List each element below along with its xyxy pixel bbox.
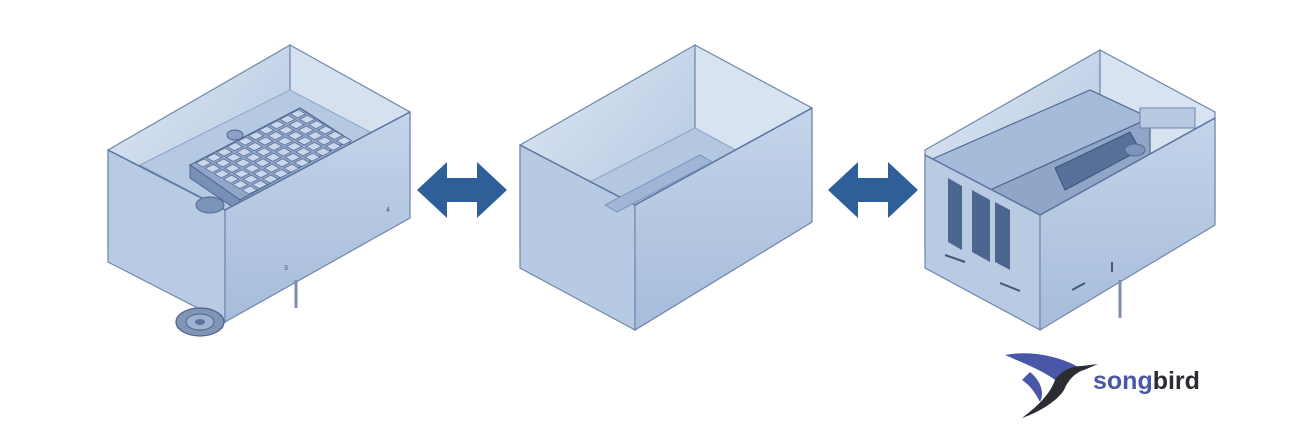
rack-cell: [243, 163, 261, 173]
rack-cell: [237, 136, 254, 146]
rack-cell: [264, 152, 282, 162]
rack-cell: [255, 147, 273, 157]
rack-cell: [308, 120, 325, 130]
panel-right-box: [924, 48, 1216, 332]
wheel: [175, 307, 225, 337]
rack-cell: [213, 169, 231, 179]
rack-cell: [226, 142, 244, 152]
rack-cell: [293, 158, 311, 168]
rack-cell: [256, 136, 274, 146]
rack-cell: [254, 158, 271, 168]
rack-cell: [242, 174, 260, 184]
rack-cell: [325, 141, 342, 151]
rack-cell: [283, 163, 300, 173]
rack-cell: [253, 169, 270, 179]
logo-word-bird: bird: [1153, 367, 1200, 395]
rack-cell: [276, 136, 294, 146]
rack-cell: [232, 180, 249, 189]
rack-cell: [306, 131, 324, 140]
rack-cell: [246, 142, 263, 151]
rack-cell: [263, 163, 281, 173]
rack-grid: [195, 109, 353, 195]
songbird-logo: songbird: [1005, 353, 1200, 418]
rack-cell: [216, 147, 233, 157]
rack-cell: [326, 131, 344, 140]
hummingbird-icon: [1005, 353, 1098, 418]
rack-cell: [295, 147, 312, 157]
rack-cell: [233, 169, 250, 179]
rack-cell: [235, 147, 253, 157]
rack-cell: [277, 125, 295, 135]
rack-cell: [297, 125, 315, 135]
rack-cell: [272, 169, 290, 179]
svg-text:songbird: songbird: [1093, 367, 1200, 395]
rack-cell: [241, 185, 258, 195]
rack-cell: [289, 109, 307, 119]
rack-cell: [305, 141, 323, 151]
rack-cell: [222, 174, 240, 184]
panel-left-box: 3 4: [107, 43, 411, 337]
rack-cell: [335, 136, 353, 146]
rack-cell: [195, 158, 212, 168]
rack-cell: [317, 125, 334, 135]
rack-cell: [287, 131, 304, 140]
rack-cell: [225, 153, 242, 162]
rack-cell: [224, 163, 241, 173]
rack-cell: [268, 120, 286, 130]
rack-cell: [204, 164, 221, 173]
bidirectional-arrow-2: [828, 162, 918, 218]
rack-cell: [288, 120, 305, 130]
bidirectional-arrow-1: [417, 162, 507, 218]
rack-cell: [258, 125, 275, 135]
logo-word-song: song: [1093, 367, 1153, 395]
rack-cell: [267, 131, 284, 141]
rack-cell: [285, 142, 303, 151]
rack-cell: [284, 152, 302, 162]
rack-cell: [262, 174, 279, 184]
rack-cell: [245, 153, 262, 162]
rack-cell: [304, 152, 321, 162]
rack-cell: [275, 147, 292, 157]
rack-cell: [296, 136, 313, 146]
rack-cell: [266, 142, 283, 151]
rack-cell: [274, 158, 291, 168]
rack-cell: [214, 158, 232, 168]
svg-text:4: 4: [386, 207, 390, 214]
rack-cell: [314, 147, 332, 157]
rack-cell: [251, 180, 269, 189]
rack-cell: [234, 158, 252, 168]
rack-cell: [316, 136, 333, 146]
rack-cell: [298, 114, 316, 124]
panel-center-box: [519, 43, 813, 332]
rack-cell: [247, 131, 265, 141]
rack-cell: [279, 114, 296, 124]
rack-cell: [205, 153, 223, 162]
svg-text:3: 3: [284, 265, 288, 272]
